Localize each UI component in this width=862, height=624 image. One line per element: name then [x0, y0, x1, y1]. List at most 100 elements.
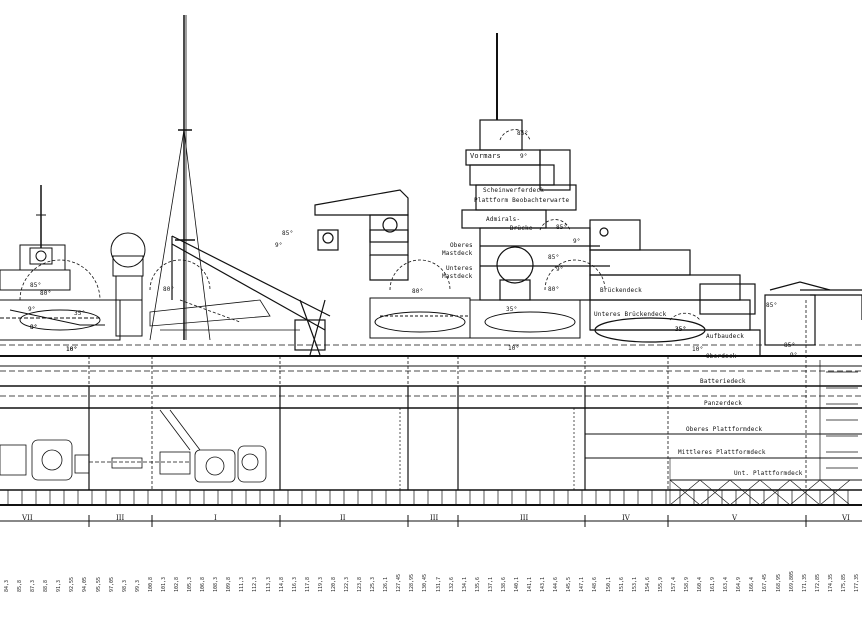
angle-label: 9°	[520, 153, 528, 160]
frame-number: 150,1	[605, 576, 612, 592]
section-numeral: III	[430, 514, 439, 522]
frame-number: 171,35	[801, 573, 808, 592]
label-brueckendeck: Brückendeck	[600, 287, 642, 294]
frame-number: 137,1	[487, 576, 494, 592]
label-aufbaudeck: Aufbaudeck	[706, 333, 745, 340]
label-plattform: Plattform Beobachterwarte	[474, 197, 570, 204]
frame-number: 114,8	[278, 576, 285, 592]
frame-number: 155,9	[657, 576, 664, 592]
aft-superstructure	[0, 185, 121, 341]
angle-label: 35°	[74, 310, 86, 317]
mainmast	[149, 15, 211, 341]
frame-number: 105,3	[187, 576, 194, 592]
angle-label: 9°	[790, 352, 798, 359]
angle-label: 35°	[675, 326, 687, 333]
label-panzerdeck: Panzerdeck	[704, 400, 743, 407]
frame-number: 160,4	[697, 576, 704, 592]
angle-label: 85°	[556, 224, 568, 231]
angle-label: 10°	[66, 346, 78, 353]
frame-number: 95,55	[95, 576, 102, 592]
midship-secondary	[369, 297, 581, 339]
frame-number: 102,8	[174, 576, 180, 592]
frame-number: 132,6	[448, 576, 455, 592]
label-mittleres-plattformdeck: Mittleres Plattformdeck	[678, 449, 766, 456]
frame-number: 88,8	[43, 579, 50, 592]
frame-number: 151,6	[618, 576, 625, 592]
section-numeral: III	[116, 514, 125, 522]
section-numeral: VI	[842, 514, 850, 522]
frame-number: 153,1	[631, 576, 638, 592]
angle-label: 80°	[548, 286, 560, 293]
frame-number: 130,45	[422, 573, 429, 592]
frame-number: 172,85	[814, 573, 821, 592]
frame-number: 158,9	[684, 576, 690, 592]
frame-number: 164,9	[736, 576, 743, 592]
angle-label: 10°	[692, 346, 704, 353]
angle-label: 9°	[28, 306, 36, 313]
angle-label: 80°	[163, 286, 175, 293]
frame-number: 109,8	[226, 576, 233, 592]
frame-number: 113,3	[265, 576, 272, 592]
label-oberes-mastdeck-2: Mastdeck	[442, 250, 473, 257]
main-tower	[461, 33, 610, 301]
frame-number: 100,8	[147, 576, 154, 592]
frame-number: 97,05	[108, 576, 115, 592]
section-numeral: I	[214, 514, 217, 522]
frame-number: 119,3	[317, 576, 324, 592]
frame-number: 91,3	[56, 579, 63, 592]
frame-number: 123,8	[357, 576, 364, 592]
frame-number: 106,8	[200, 576, 207, 592]
frame-number: 117,8	[304, 576, 311, 592]
angle-label: 85°	[30, 282, 42, 289]
aft-director	[110, 232, 146, 337]
firing-arcs	[19, 129, 701, 321]
frame-number: 174,35	[827, 573, 834, 592]
frame-number: 101,3	[160, 576, 167, 592]
frame-number: 145,5	[566, 576, 573, 592]
frame-number: 167,45	[762, 573, 769, 592]
angle-label: 85°	[517, 130, 529, 137]
label-unteres-mastdeck-1: Unteres	[446, 265, 473, 272]
frame-number: 112,3	[252, 576, 259, 592]
frame-number: 111,3	[239, 576, 246, 592]
label-oberes-mastdeck-1: Oberes	[450, 242, 473, 249]
angle-label: 85°	[784, 342, 796, 349]
label-oberes-plattformdeck: Oberes Plattformdeck	[686, 426, 763, 433]
frame-number: 116,3	[291, 576, 298, 592]
forward-tank-hatching	[669, 458, 851, 506]
frame-number: 148,6	[592, 576, 599, 592]
frame-number: 168,95	[775, 573, 782, 592]
frame-number: 120,8	[330, 576, 337, 592]
frame-number: 127,45	[396, 573, 403, 592]
angle-label: 10°	[66, 346, 78, 353]
frame-number: 169,805	[788, 570, 795, 592]
frame-number: 144,6	[553, 576, 560, 592]
label-vormars: Vormars	[470, 152, 501, 160]
angle-label: 9°	[30, 324, 38, 331]
label-admirals: Admirals-	[486, 216, 521, 223]
angle-label: 80°	[412, 288, 424, 295]
frame-number: 134,1	[461, 576, 468, 592]
label-unt-plattformdeck: Unt. Plattformdeck	[734, 470, 803, 477]
section-numeral: II	[340, 514, 346, 522]
angle-label: 85°	[548, 254, 560, 261]
label-unteres-mastdeck-2: Mastdeck	[442, 273, 473, 280]
label-unteres-brueckendeck: Unteres Brückendeck	[594, 311, 667, 318]
frame-number: 122,3	[344, 576, 350, 592]
frame-number: 166,4	[749, 576, 756, 592]
frame-number: 135,6	[474, 576, 481, 592]
frame-number: 99,3	[134, 579, 141, 592]
frame-number: 131,7	[435, 576, 442, 592]
frame-number: 125,3	[370, 576, 377, 592]
frame-number: 108,3	[213, 576, 220, 592]
double-bottom-frames	[7, 490, 849, 505]
frame-number: 141,1	[527, 576, 534, 592]
frame-number: 128,95	[409, 573, 416, 592]
label-batteriedeck: Batteriedeck	[700, 378, 746, 385]
frame-number: 157,4	[670, 576, 677, 592]
forward-ladder	[819, 360, 858, 480]
frame-number: 84,3	[4, 579, 10, 592]
frame-number: 98,3	[121, 579, 128, 592]
frame-number: 154,6	[644, 576, 651, 592]
